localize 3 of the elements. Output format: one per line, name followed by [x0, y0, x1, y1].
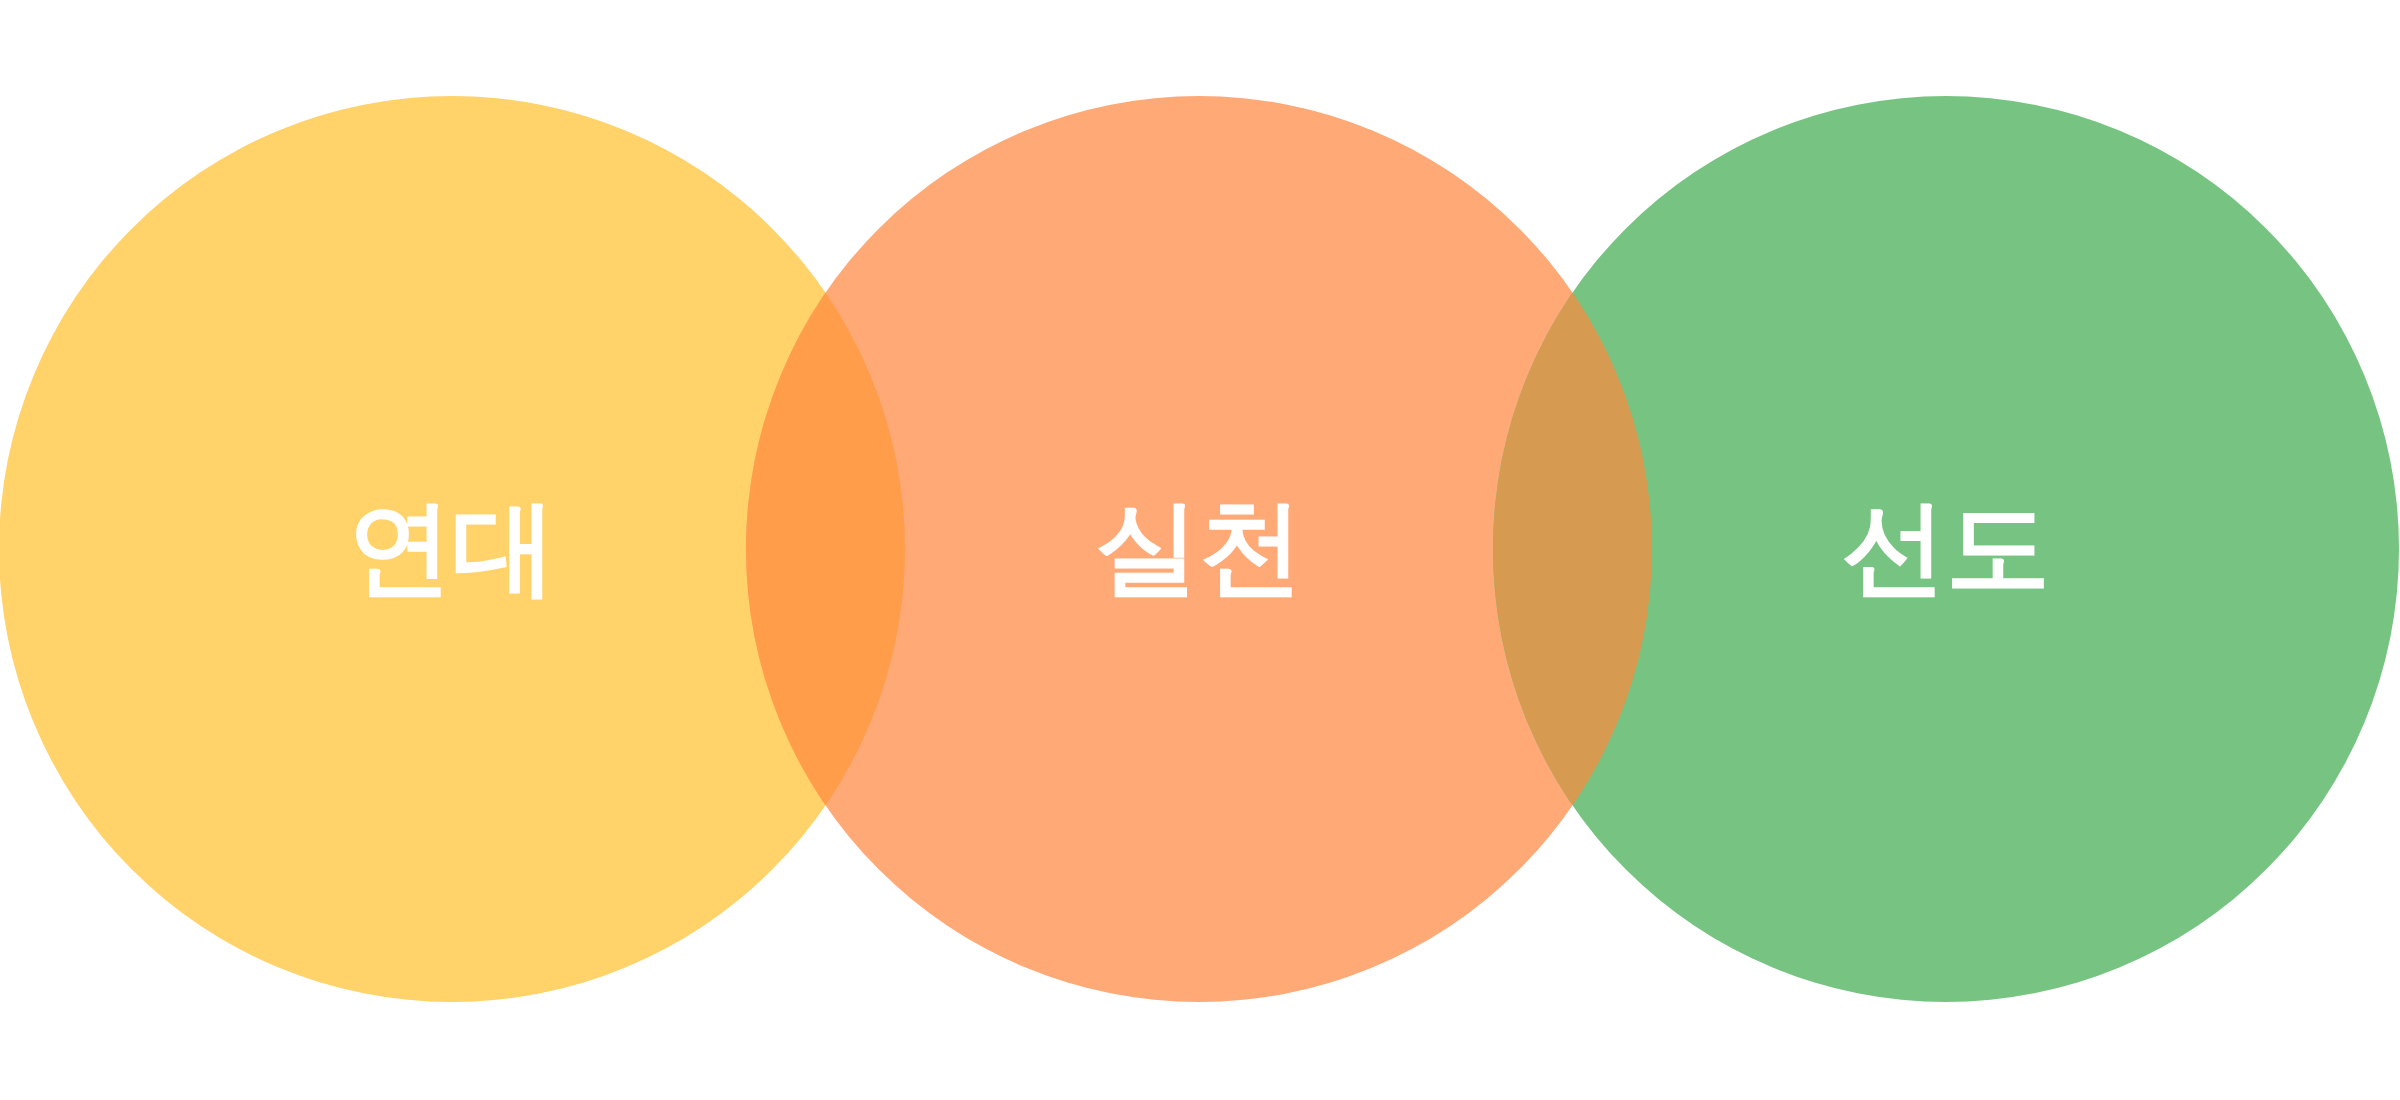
- circle-label: 선도: [1841, 485, 2051, 610]
- circle-label: 연대: [347, 485, 557, 610]
- circle-label: 실천: [1094, 485, 1304, 610]
